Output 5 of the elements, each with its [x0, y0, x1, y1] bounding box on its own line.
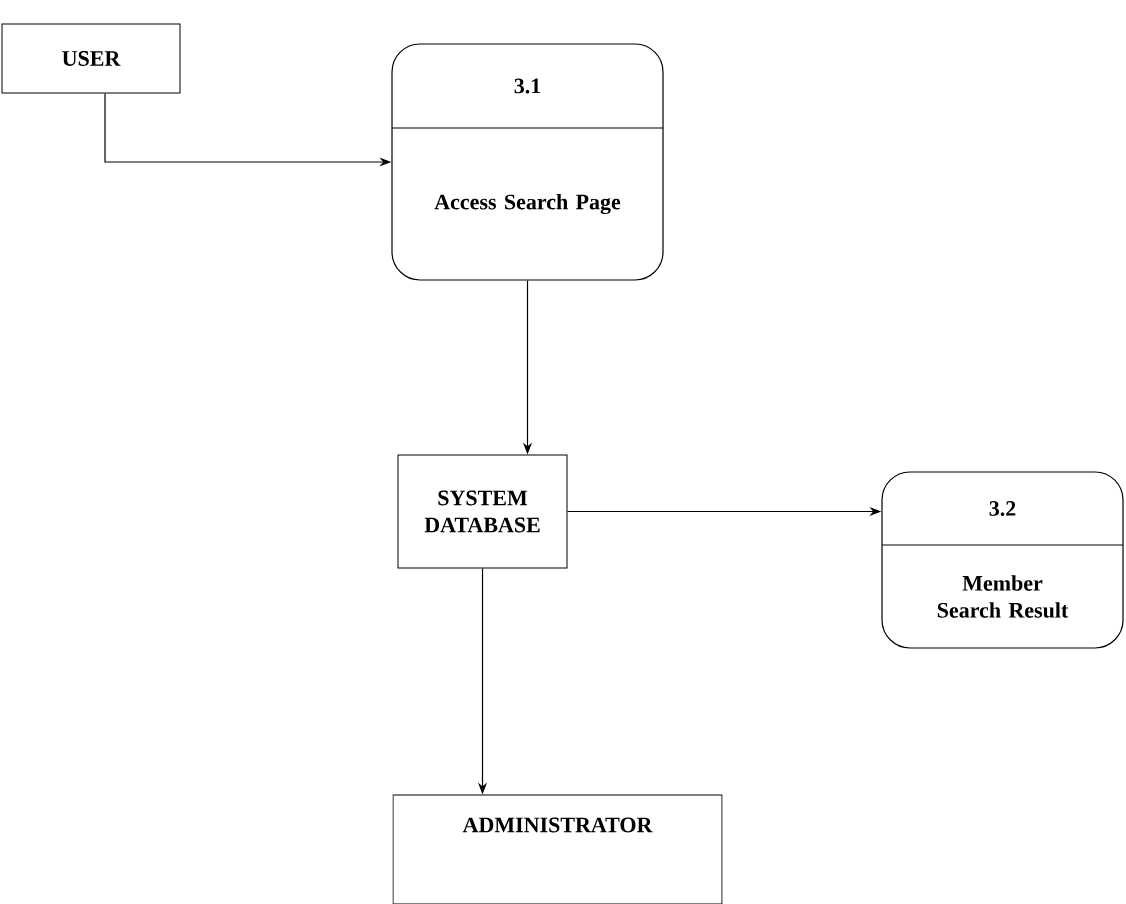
entity-box: SYSTEM DATABASE: [397, 454, 568, 569]
process-box: 3.2 Member Search Result: [881, 471, 1124, 649]
entity-box: ADMINISTRATOR: [392, 794, 723, 904]
entity-box: USER: [1, 23, 181, 94]
process-box: 3.1 Access Search Page: [391, 43, 664, 281]
